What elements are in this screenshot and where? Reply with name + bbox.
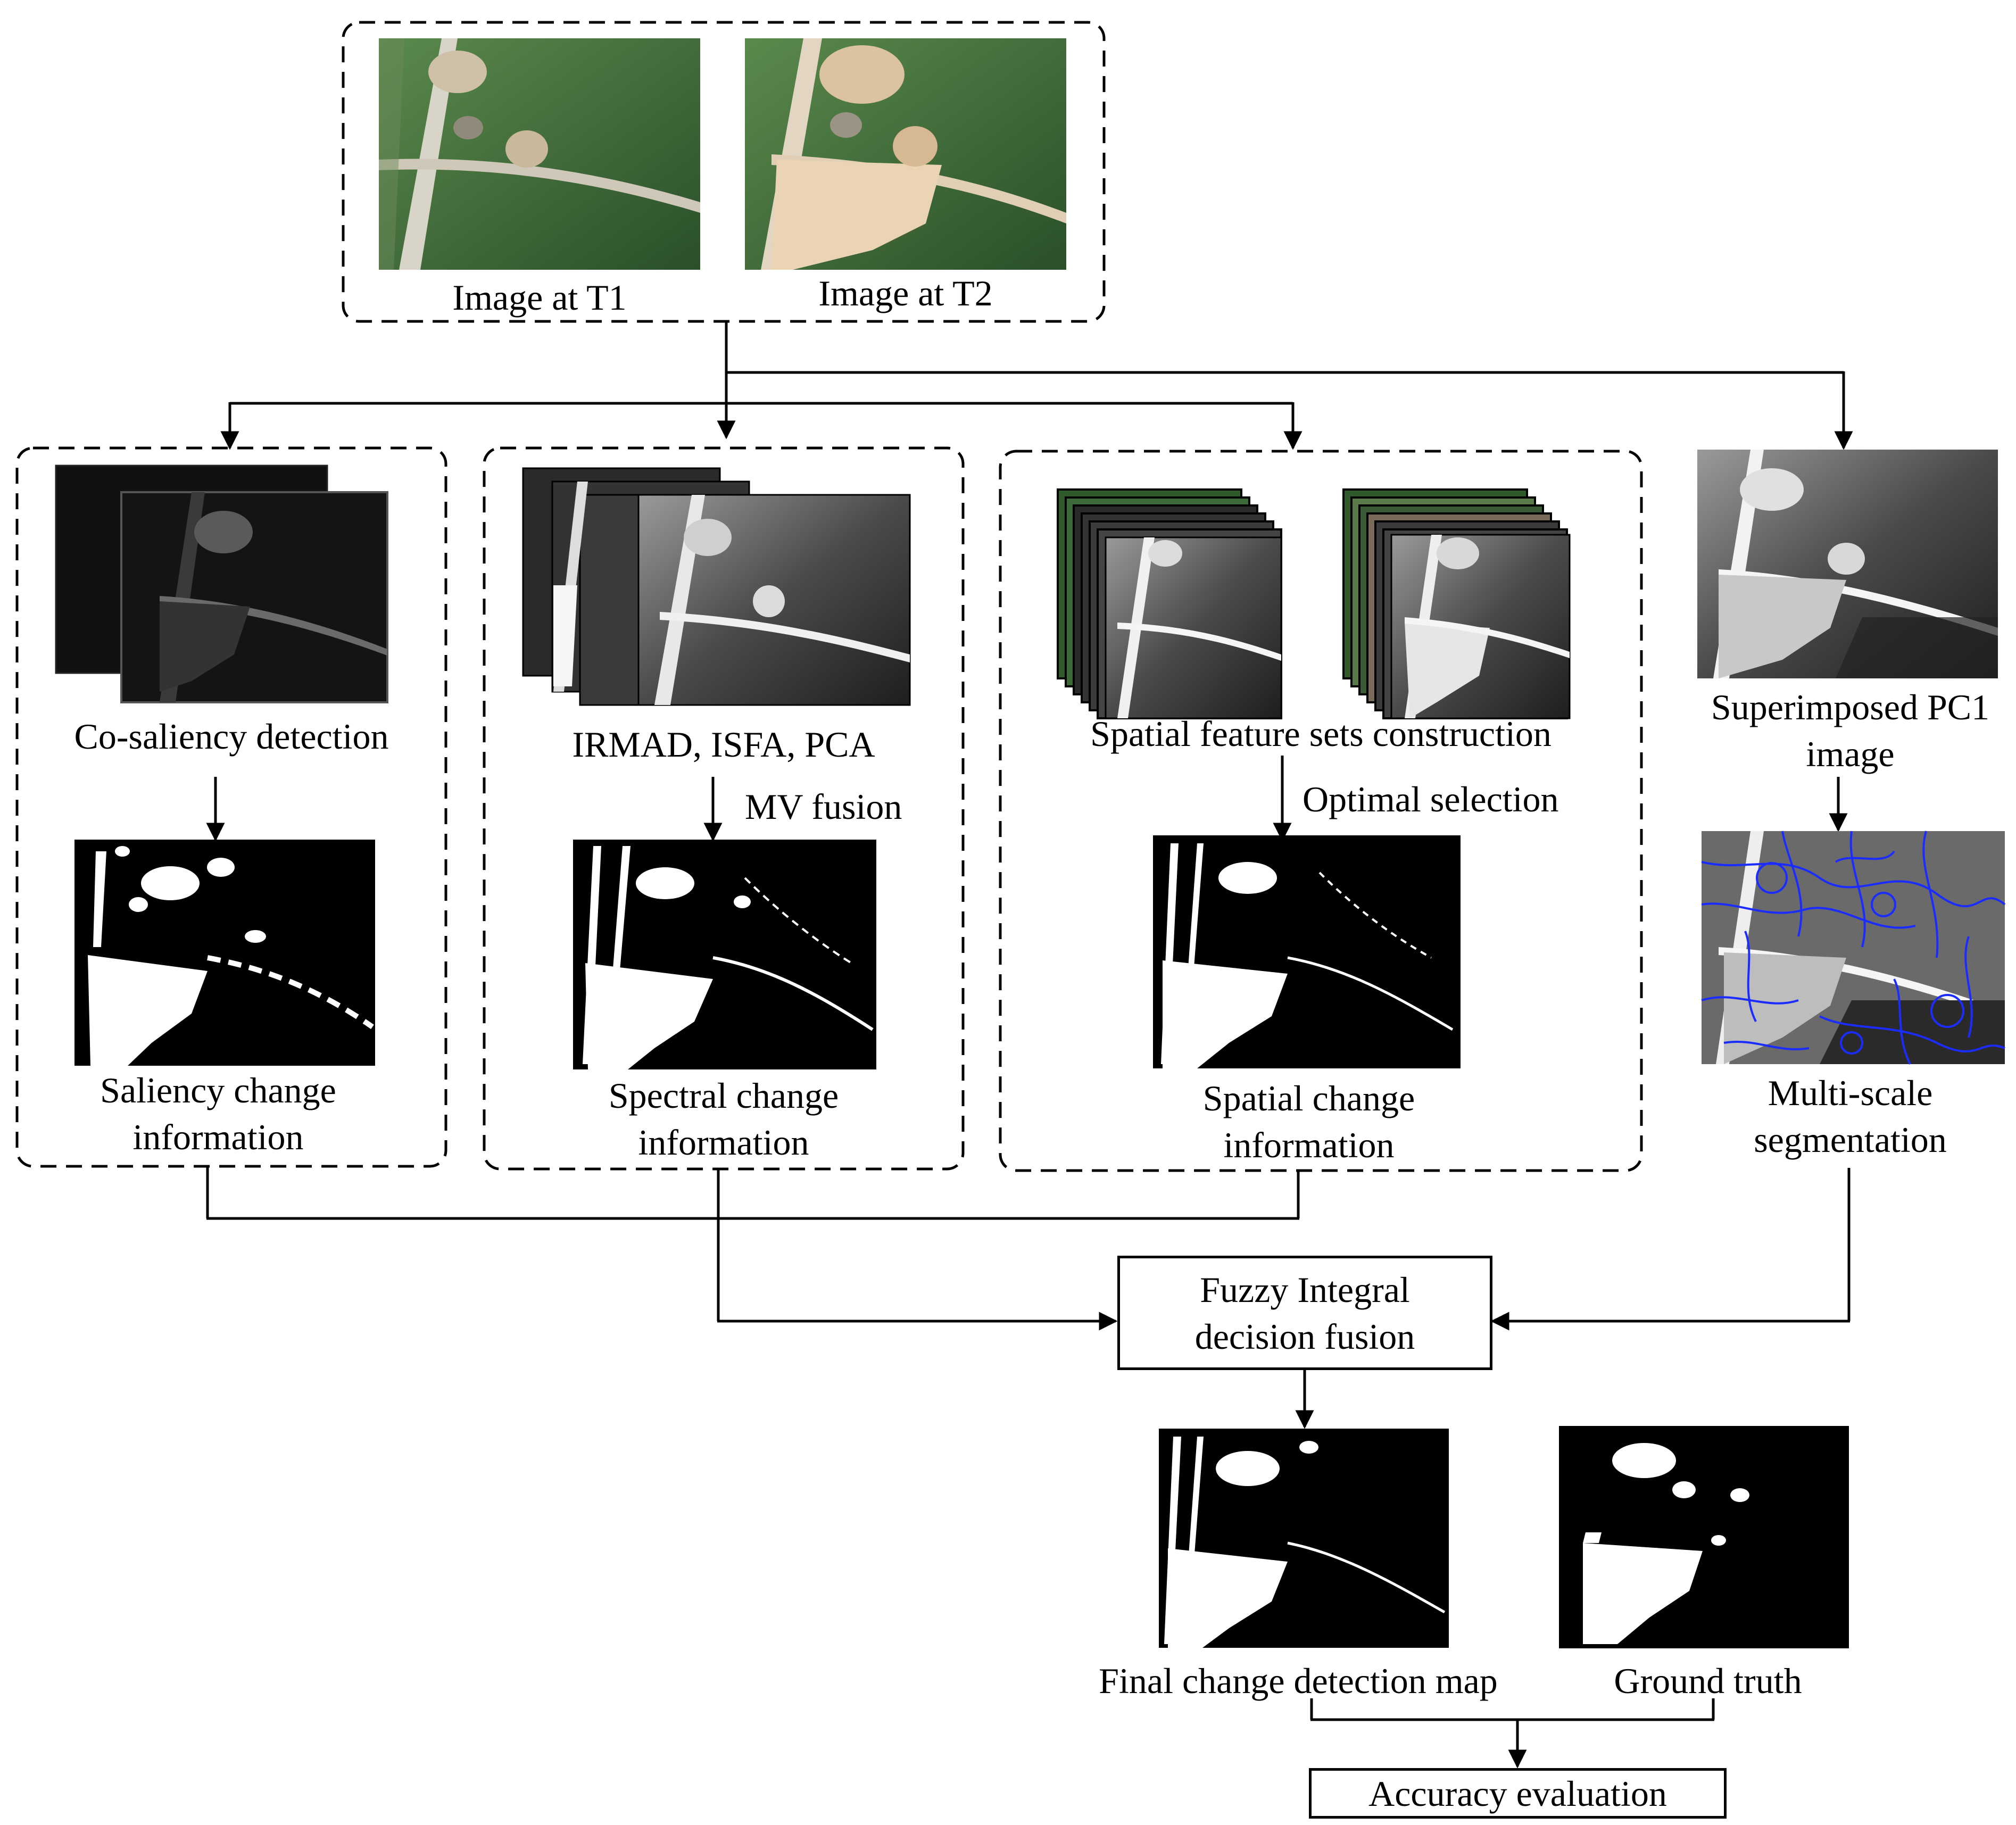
spectral-feature-stack xyxy=(522,467,911,706)
spatial-feature-stack-t1 xyxy=(1057,488,1282,719)
label-co-saliency: Co-saliency detection xyxy=(74,716,389,757)
segmentation-map xyxy=(1701,831,2006,1065)
saliency-change-map xyxy=(74,840,375,1066)
image-t1 xyxy=(379,38,700,270)
label-spatial-features: Spatial feature sets construction xyxy=(1090,714,1552,754)
spatial-group xyxy=(999,450,1643,1172)
label-superimposed-pc1: Superimposed PC1 image xyxy=(1711,687,1990,774)
saliency-feature-stack xyxy=(55,464,388,703)
ground-truth-map xyxy=(1559,1426,1849,1648)
label-ground-truth: Ground truth xyxy=(1614,1661,1802,1701)
label-final-map: Final change detection map xyxy=(1099,1661,1498,1701)
saliency-group xyxy=(15,446,447,1168)
label-spatial-change: Spatial change information xyxy=(1202,1078,1415,1165)
spatial-feature-stack-t2 xyxy=(1342,488,1571,719)
label-image-t1: Image at T1 xyxy=(452,277,627,318)
final-change-map xyxy=(1159,1429,1449,1648)
pc1-image xyxy=(1697,450,1998,678)
input-images-group xyxy=(342,21,1106,323)
image-t2 xyxy=(745,38,1066,270)
label-optimal-selection: Optimal selection xyxy=(1302,779,1559,819)
spectral-group xyxy=(483,446,965,1171)
spatial-change-map xyxy=(1153,835,1461,1068)
fuzzy-integral-fusion-box: Fuzzy Integral decision fusion xyxy=(1117,1256,1492,1370)
label-saliency-change: Saliency change information xyxy=(100,1070,336,1157)
spectral-change-map xyxy=(573,840,876,1069)
label-spectral-change: Spectral change information xyxy=(608,1075,839,1163)
accuracy-evaluation-box: Accuracy evaluation xyxy=(1309,1768,1727,1819)
label-mv-fusion: MV fusion xyxy=(745,786,902,827)
label-multiscale-seg: Multi-scale segmentation xyxy=(1754,1073,1947,1160)
label-image-t2: Image at T2 xyxy=(818,273,993,313)
label-irmad: IRMAD, ISFA, PCA xyxy=(572,724,875,765)
